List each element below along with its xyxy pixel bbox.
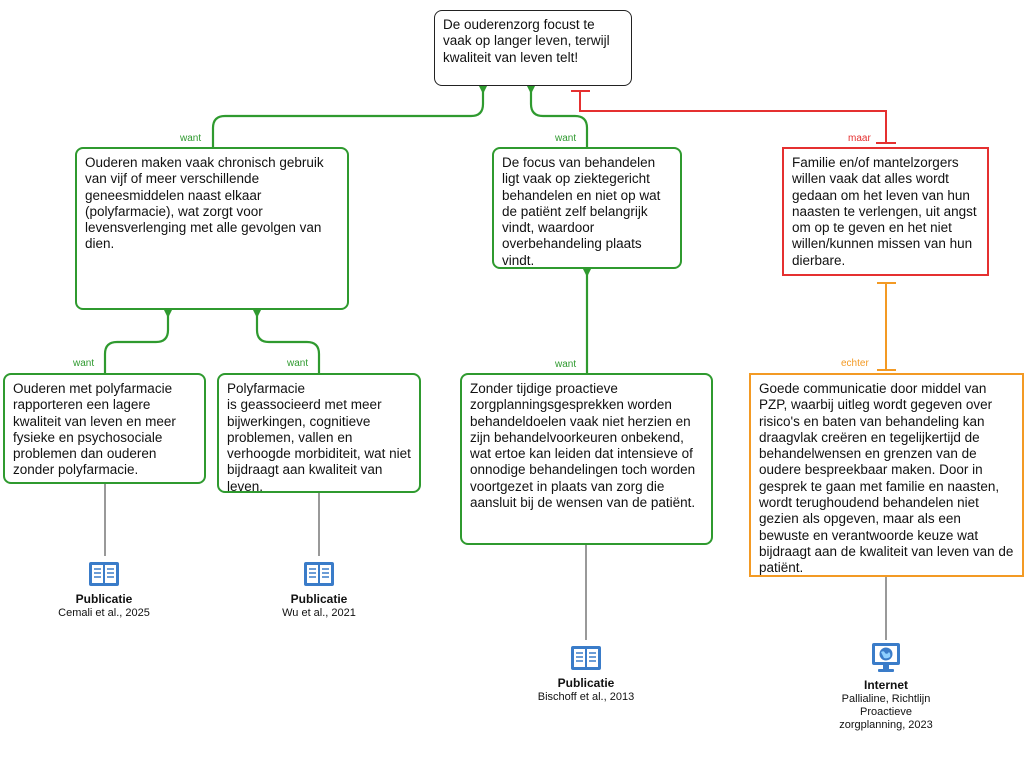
book-icon xyxy=(571,646,601,670)
rebuttal-communication-box[interactable]: Goede communicatie door middel van PZP, … xyxy=(749,373,1024,577)
label-want: want xyxy=(555,133,577,144)
book-icon xyxy=(304,562,334,586)
book-icon xyxy=(89,562,119,586)
label-want: want xyxy=(180,133,202,144)
connector-maar-family-root xyxy=(579,91,887,143)
label-want: want xyxy=(555,359,577,370)
label-maar: maar xyxy=(848,133,871,144)
source-reference: Pallialine, Richtlijn Proactieve zorgpla… xyxy=(839,693,933,731)
source-bischoff[interactable]: Publicatie Bischoff et al., 2013 xyxy=(516,644,656,704)
joint-mark xyxy=(583,269,591,277)
connector-want-root-polypharmacy xyxy=(211,86,485,147)
argument-no-acp-box[interactable]: Zonder tijdige proactieve zorgplanningsg… xyxy=(460,373,713,545)
argument-focus-box[interactable]: De focus van behandelen ligt vaak op zie… xyxy=(492,147,682,269)
argument-polypharmacy-box[interactable]: Ouderen maken vaak chronisch gebruik van… xyxy=(75,147,349,310)
joint-mark xyxy=(253,310,261,318)
source-cemali[interactable]: Publicatie Cemali et al., 2025 xyxy=(34,560,174,620)
source-reference: Wu et al., 2021 xyxy=(282,607,356,619)
argument-side-effects-box[interactable]: Polyfarmacie is geassocieerd met meer bi… xyxy=(217,373,421,494)
label-want: want xyxy=(73,358,95,369)
main-claim-box[interactable]: De ouderenzorg focust te vaak op langer … xyxy=(434,10,632,86)
source-wu[interactable]: Publicatie Wu et al., 2021 xyxy=(249,560,389,620)
source-reference: Cemali et al., 2025 xyxy=(58,607,150,619)
source-type: Publicatie xyxy=(75,592,133,606)
globe-monitor-icon xyxy=(872,643,900,672)
joint-mark xyxy=(164,310,172,318)
source-type: Internet xyxy=(863,678,908,692)
source-type: Publicatie xyxy=(557,676,615,690)
joint-mark xyxy=(479,86,487,94)
source-type: Publicatie xyxy=(290,592,348,606)
label-want: want xyxy=(287,358,309,369)
connector-want-polypharmacy-lowerquality xyxy=(103,310,170,373)
source-reference: Bischoff et al., 2013 xyxy=(537,691,635,703)
objection-family-box[interactable]: Familie en/of mantelzorgers willen vaak … xyxy=(782,147,989,276)
connector-want-polypharmacy-sideeffects xyxy=(255,310,321,373)
label-echter: echter xyxy=(841,358,869,369)
source-pallialine[interactable]: Internet Pallialine, Richtlijn Proactiev… xyxy=(816,642,956,732)
connector-want-root-focus xyxy=(529,86,589,147)
argument-lower-quality-box[interactable]: Ouderen met polyfarmacie rapporteren een… xyxy=(3,373,206,484)
joint-mark xyxy=(527,86,535,94)
